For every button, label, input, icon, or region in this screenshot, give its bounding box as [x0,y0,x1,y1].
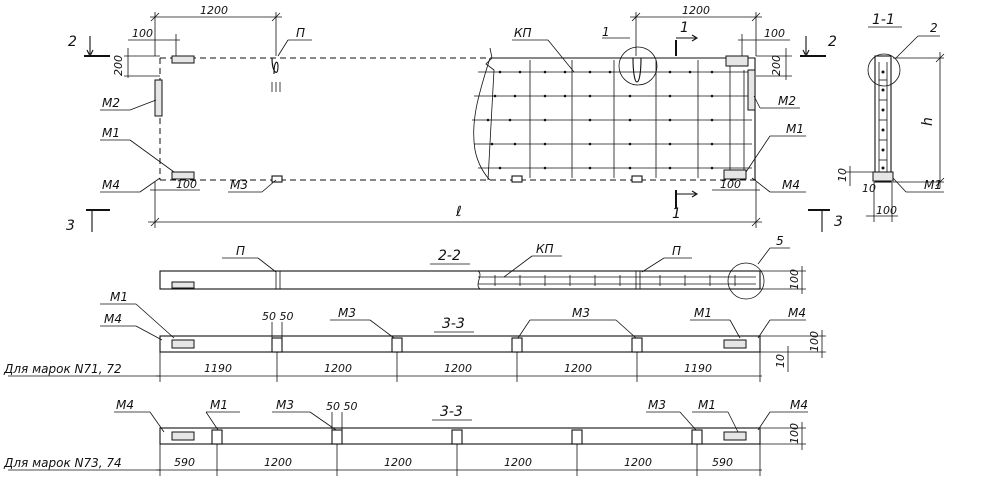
dim-50-50-row1: 50 50 [262,310,294,323]
label-m2-right: М2 [778,94,796,108]
section-mark-3-left: 3 [66,218,75,234]
section-mark-2-right: 2 [828,34,837,50]
plate-m1-top-left [171,55,195,64]
plate-m2-left [154,79,163,117]
label-m1-right: М1 [786,122,804,136]
plan-view: 1 1200 100 200 1200 100 200 [66,4,843,234]
plate-m2-right [747,69,756,111]
lifting-loop-left [271,57,279,75]
callout-1-circle [618,46,658,86]
dim-h: h [920,117,936,126]
dim-200-left: 200 [112,55,125,76]
label-kp-2-2: КП [536,242,554,256]
callout-5-circle [727,262,765,300]
dim-1200-a-row1: 1200 [324,362,352,375]
label-m4-right-3-3-row1: М4 [788,306,806,320]
label-m1-3-3-row1: М1 [110,290,128,304]
label-m3-left-3-3-row1: М3 [338,306,356,320]
lifting-loop-right [632,57,642,83]
dim-1200-a-row2: 1200 [264,456,292,469]
label-p-plan: П [296,26,305,40]
label-p-left-2-2: П [236,244,245,258]
section-mark-1-top: 1 [680,20,689,36]
dim-1200-b-row2: 1200 [384,456,412,469]
dim-200-right: 200 [770,55,783,76]
callout-1-label: 1 [602,25,610,39]
plate-m1-bottom-left [171,171,195,180]
label-m1-section-1-1: М1 [924,178,942,192]
callout-2-circle [867,53,901,87]
section-mark-1-bottom: 1 [672,206,681,222]
label-m4-right-3-3-row2: М4 [790,398,808,412]
label-m1-right-3-3-row1: М1 [694,306,712,320]
callout-2-label: 2 [930,21,938,35]
section-3-3-row1: 3-3 М1 М4 М3 М3 М1 М4 50 50 Для марок N7… [3,290,826,382]
label-m3-plan: М3 [230,178,248,192]
label-m4-right: М4 [782,178,800,192]
dim-100-bottom-left: 100 [176,178,197,191]
section-3-3-title-row2: 3-3 [440,404,463,420]
label-m3-right-3-3-row1: М3 [572,306,590,320]
label-m3-right-3-3-row2: М3 [648,398,666,412]
dim-1200-c-row1: 1200 [564,362,592,375]
section-3-3-row2: 3-3 М4 М1 М3 50 50 М3 М1 М4 Для марок N7… [3,398,808,476]
label-kp-plan: КП [514,26,532,40]
dim-590-right-row2: 590 [712,456,733,469]
dim-1190-right-row1: 1190 [684,362,712,375]
section-1-1-title: 1-1 [872,12,895,28]
label-m4-left: М4 [102,178,120,192]
dim-50-50-row2: 50 50 [326,400,358,413]
dim-1200-top-right: 1200 [682,4,710,17]
dim-1200-b-row1: 1200 [444,362,472,375]
caption-row1: Для марок N71, 72 [3,362,122,376]
section-mark-2-left: 2 [68,34,77,50]
dim-100-row2: 100 [788,423,801,444]
dim-10-horizontal: 10 [862,182,876,195]
dim-100-section-1-1: 100 [876,204,897,217]
label-m4-left-3-3-row2: М4 [116,398,134,412]
dim-1200-top-left: 1200 [200,4,228,17]
label-p-right-2-2: П [672,244,681,258]
label-m1-left-3-3-row2: М1 [210,398,228,412]
section-2-2: 2-2 П П КП 5 100 [159,234,806,300]
dim-10-row1: 10 [774,354,787,368]
dim-100-bottom-right: 100 [720,178,741,191]
dim-100-row1: 100 [808,331,821,352]
label-m4-left-3-3-row1: М4 [104,312,122,326]
callout-5-label: 5 [776,234,784,248]
section-2-2-title: 2-2 [438,248,461,264]
dim-length-l: ℓ [455,204,462,220]
plate-m4-bottom-right [723,169,747,180]
dim-10-vertical: 10 [836,168,849,182]
label-m1-left: М1 [102,126,120,140]
label-m3-left-3-3-row2: М3 [276,398,294,412]
dim-100-top-right: 100 [764,27,785,40]
section-mark-3-right: 3 [834,214,843,230]
dim-100-section-2-2: 100 [788,269,801,290]
dim-1200-c-row2: 1200 [504,456,532,469]
dim-100-top-left: 100 [132,27,153,40]
plate-m1-top-right [725,55,749,67]
dim-590-left-row2: 590 [174,456,195,469]
section-3-3-title-row1: 3-3 [442,316,465,332]
dim-1200-d-row2: 1200 [624,456,652,469]
caption-row2: Для марок N73, 74 [3,456,122,470]
label-m1-right-3-3-row2: М1 [698,398,716,412]
section-1-1: 1-1 2 h 10 10 100 М1 [836,12,945,222]
dim-1190-left-row1: 1190 [204,362,232,375]
reinforcement-mesh [472,60,752,178]
label-m2-left: М2 [102,96,120,110]
